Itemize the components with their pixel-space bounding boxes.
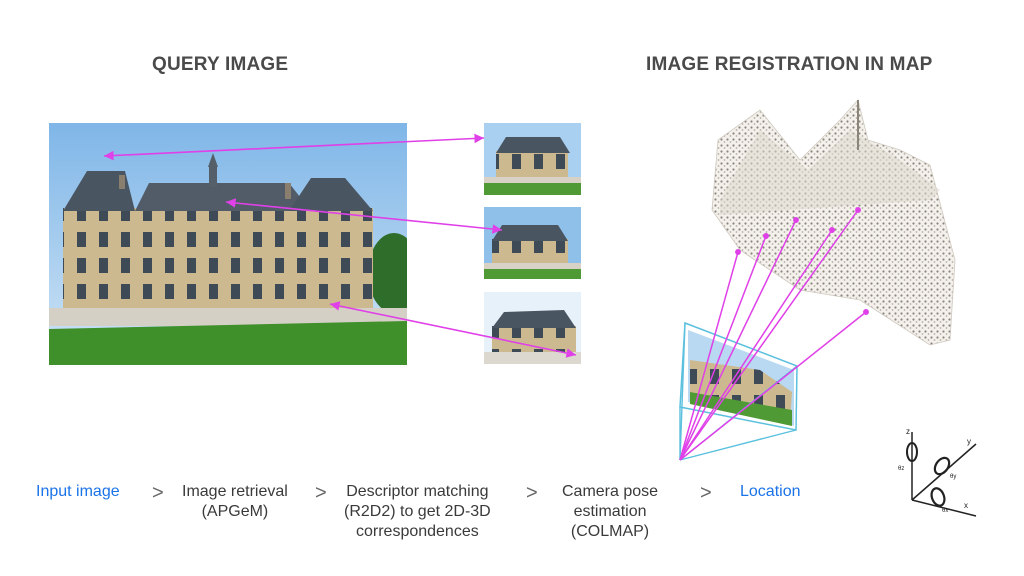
camera-frustum: [679, 321, 798, 461]
chevron-right-icon: >: [700, 482, 712, 504]
chevron-right-icon: >: [526, 482, 538, 504]
gizmo-angle-z: θz: [898, 466, 904, 472]
gizmo-axis-y: y: [967, 437, 971, 446]
correspondence-rays: [679, 207, 869, 461]
gizmo-axis-z: z: [906, 427, 910, 436]
match-lines: [103, 133, 577, 358]
step-descriptor-matching: Descriptor matching (R2D2) to get 2D-3D …: [344, 483, 491, 540]
step-input-image: Input image: [36, 483, 120, 500]
gizmo-angle-x: θx: [942, 508, 948, 514]
retrieved-image-1: [484, 123, 581, 195]
axes-gizmo: [906, 432, 977, 517]
match-line-2: [225, 198, 503, 234]
query-image-heading: QUERY IMAGE: [152, 54, 289, 75]
registration-heading: IMAGE REGISTRATION IN MAP: [646, 54, 933, 75]
match-line-3: [329, 301, 577, 358]
chevron-right-icon: >: [315, 482, 327, 504]
chevron-right-icon: >: [152, 482, 164, 504]
point-cloud-map: [711, 99, 956, 346]
match-line-1: [103, 133, 485, 161]
step-camera-pose: Camera pose estimation (COLMAP): [562, 483, 659, 540]
gizmo-axis-x: x: [964, 501, 968, 510]
step-image-retrieval: Image retrieval (APGeM): [182, 483, 288, 520]
gizmo-angle-y: θy: [950, 474, 956, 480]
step-location: Location: [740, 483, 801, 500]
